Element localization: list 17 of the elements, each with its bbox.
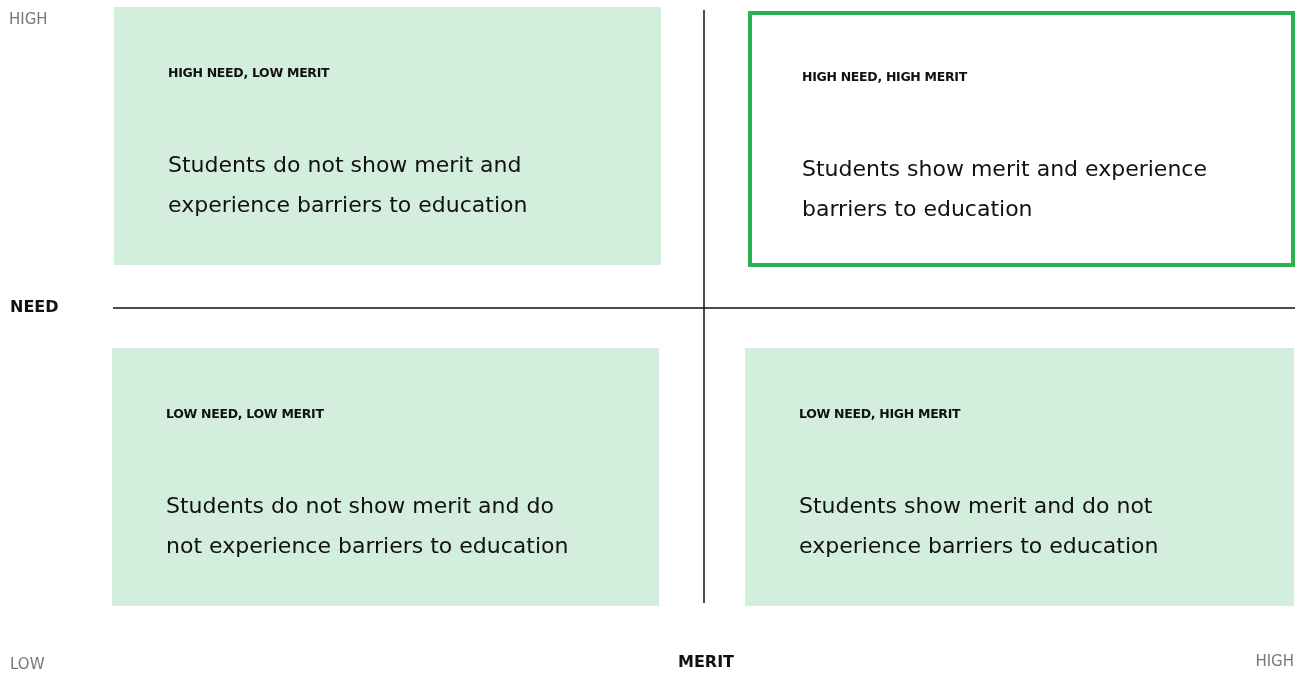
quadrant-heading: LOW NEED, HIGH MERIT bbox=[799, 406, 961, 421]
quadrant-card bbox=[112, 348, 659, 606]
quadrant-heading: LOW NEED, LOW MERIT bbox=[166, 406, 324, 421]
axis-title: NEED bbox=[10, 297, 59, 316]
quadrant-description: Students do not show merit and do not experience barriers to education bbox=[166, 492, 570, 560]
axis-high-label: HIGH bbox=[9, 10, 48, 28]
quadrant-heading: HIGH NEED, HIGH MERIT bbox=[802, 69, 967, 84]
quadrant-card bbox=[748, 11, 1295, 267]
axis-high-label: HIGH bbox=[1255, 652, 1294, 670]
quadrant-card bbox=[114, 7, 661, 265]
axis-low-label: LOW bbox=[10, 655, 45, 673]
quadrant-heading: HIGH NEED, LOW MERIT bbox=[168, 65, 330, 80]
quadrant-description: Students show merit and experience barriers to education bbox=[802, 155, 1208, 223]
axis-title: MERIT bbox=[678, 652, 734, 671]
quadrant-description: Students do not show merit and experience barriers to education bbox=[168, 151, 529, 219]
quadrant-description: Students show merit and do not experience barriers to education bbox=[799, 492, 1160, 560]
quadrant-card bbox=[745, 348, 1294, 606]
